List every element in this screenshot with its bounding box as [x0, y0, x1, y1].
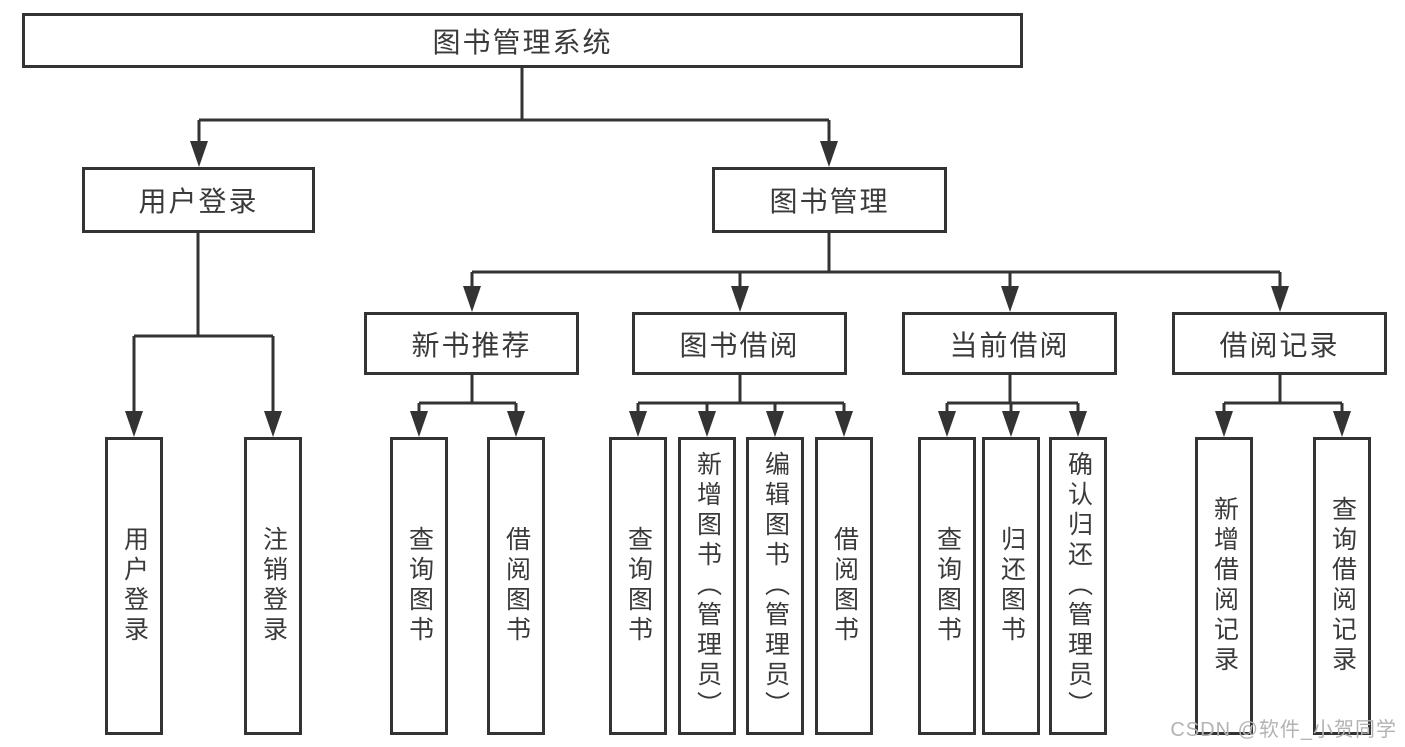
leaf-cb-return-books-label: 归还图书: [997, 526, 1026, 646]
node-user-login-label: 用户登录: [138, 186, 259, 217]
node-root-label: 图书管理系统: [432, 26, 613, 58]
arrowhead-bb-query-books: [629, 411, 647, 437]
arrowhead-br-add-record: [1215, 411, 1233, 437]
leaf-bb-edit-books-admin-label: 编辑图书（管理员）: [761, 451, 790, 721]
arrowhead-bb-edit-books: [766, 411, 784, 437]
leaf-cb-query-books: 查询图书: [918, 437, 976, 735]
leaf-cb-query-books-label: 查询图书: [933, 526, 962, 646]
leaf-cb-confirm-return-admin: 确认归还（管理员）: [1049, 437, 1107, 735]
leaf-br-query-record-label: 查询借阅记录: [1328, 496, 1357, 676]
node-new-book-recommendation-label: 新书推荐: [411, 329, 532, 361]
node-book-management-label: 图书管理: [769, 186, 890, 217]
leaf-nb-borrow-books-label: 借阅图书: [502, 526, 531, 646]
leaf-bb-query-books-label: 查询图书: [624, 526, 653, 646]
arrowhead-bb-borrow-books: [835, 411, 853, 437]
arrowhead-leaf-user-login: [125, 411, 143, 437]
leaf-br-add-record: 新增借阅记录: [1195, 437, 1253, 735]
connector-current-borrowing-children: [945, 375, 1080, 416]
arrowhead-leaf-logout: [264, 411, 282, 437]
leaf-cb-confirm-return-admin-label: 确认归还（管理员）: [1064, 451, 1093, 721]
arrowhead-current-borrowing: [1001, 286, 1019, 312]
node-new-book-recommendation: 新书推荐: [364, 312, 579, 375]
leaf-user-login-label: 用户登录: [120, 526, 149, 646]
arrowhead-bb-add-books: [698, 411, 716, 437]
arrowhead-new-book-recommendation: [463, 286, 481, 312]
node-book-management: 图书管理: [712, 167, 947, 233]
node-current-borrowing-label: 当前借阅: [949, 329, 1070, 361]
connector-user-login-children: [132, 233, 275, 416]
leaf-bb-add-books-admin: 新增图书（管理员）: [678, 437, 736, 735]
arrowhead-nb-query-books: [410, 411, 428, 437]
connector-book-management-children: [470, 233, 1282, 291]
leaf-logout: 注销登录: [244, 437, 302, 735]
node-root: 图书管理系统: [22, 13, 1023, 68]
leaf-br-query-record: 查询借阅记录: [1313, 437, 1371, 735]
leaf-bb-query-books: 查询图书: [609, 437, 667, 735]
connector-root-to-level2: [197, 68, 831, 146]
leaf-bb-borrow-books: 借阅图书: [815, 437, 873, 735]
leaf-nb-query-books-label: 查询图书: [405, 526, 434, 646]
node-current-borrowing: 当前借阅: [902, 312, 1117, 375]
leaf-cb-return-books: 归还图书: [982, 437, 1040, 735]
arrowhead-user-login: [190, 141, 208, 167]
leaf-nb-borrow-books: 借阅图书: [487, 437, 545, 735]
connector-book-borrowing-children: [636, 375, 846, 416]
arrowhead-cb-return-books: [1002, 411, 1020, 437]
node-borrowing-records: 借阅记录: [1172, 312, 1387, 375]
node-book-borrowing: 图书借阅: [632, 312, 847, 375]
connector-borrowing-records-children: [1222, 375, 1344, 416]
leaf-user-login: 用户登录: [105, 437, 163, 735]
leaf-bb-borrow-books-label: 借阅图书: [830, 526, 859, 646]
arrowhead-book-borrowing: [731, 286, 749, 312]
leaf-nb-query-books: 查询图书: [390, 437, 448, 735]
arrowhead-cb-confirm-return: [1069, 411, 1087, 437]
arrowhead-br-query-record: [1333, 411, 1351, 437]
arrowhead-book-management: [820, 141, 838, 167]
node-borrowing-records-label: 借阅记录: [1219, 329, 1340, 361]
connector-new-book-recommendation-children: [417, 375, 518, 416]
leaf-br-add-record-label: 新增借阅记录: [1210, 496, 1239, 676]
arrowhead-borrowing-records: [1271, 286, 1289, 312]
arrowhead-cb-query-books: [938, 411, 956, 437]
leaf-bb-add-books-admin-label: 新增图书（管理员）: [693, 451, 722, 721]
watermark: CSDN @软件_小贺同学: [1170, 719, 1397, 741]
arrowhead-nb-borrow-books: [507, 411, 525, 437]
leaf-bb-edit-books-admin: 编辑图书（管理员）: [746, 437, 804, 735]
node-book-borrowing-label: 图书借阅: [679, 329, 800, 361]
leaf-logout-label: 注销登录: [259, 526, 288, 646]
node-user-login: 用户登录: [82, 167, 315, 233]
